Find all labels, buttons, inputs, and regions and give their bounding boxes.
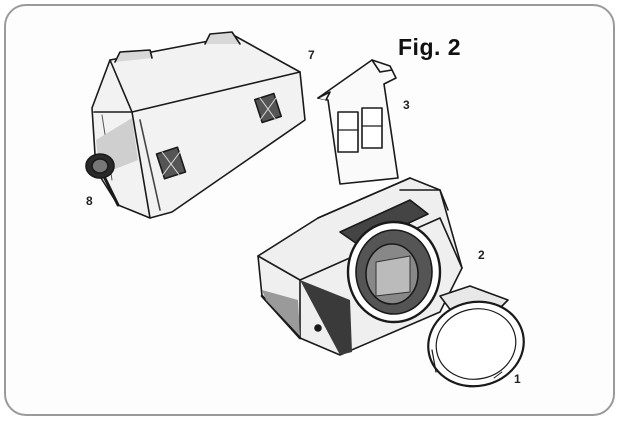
callout-2: 2 [478, 248, 485, 262]
callout-8: 8 [86, 194, 93, 208]
lens-housing [257, 177, 463, 356]
upper-housing [85, 31, 306, 219]
callout-7: 7 [308, 48, 315, 62]
callout-3: 3 [403, 98, 410, 112]
callout-1: 1 [514, 372, 521, 386]
slide-frame [317, 59, 399, 185]
lens-cap [427, 285, 525, 388]
figure-title: Fig. 2 [398, 34, 462, 60]
